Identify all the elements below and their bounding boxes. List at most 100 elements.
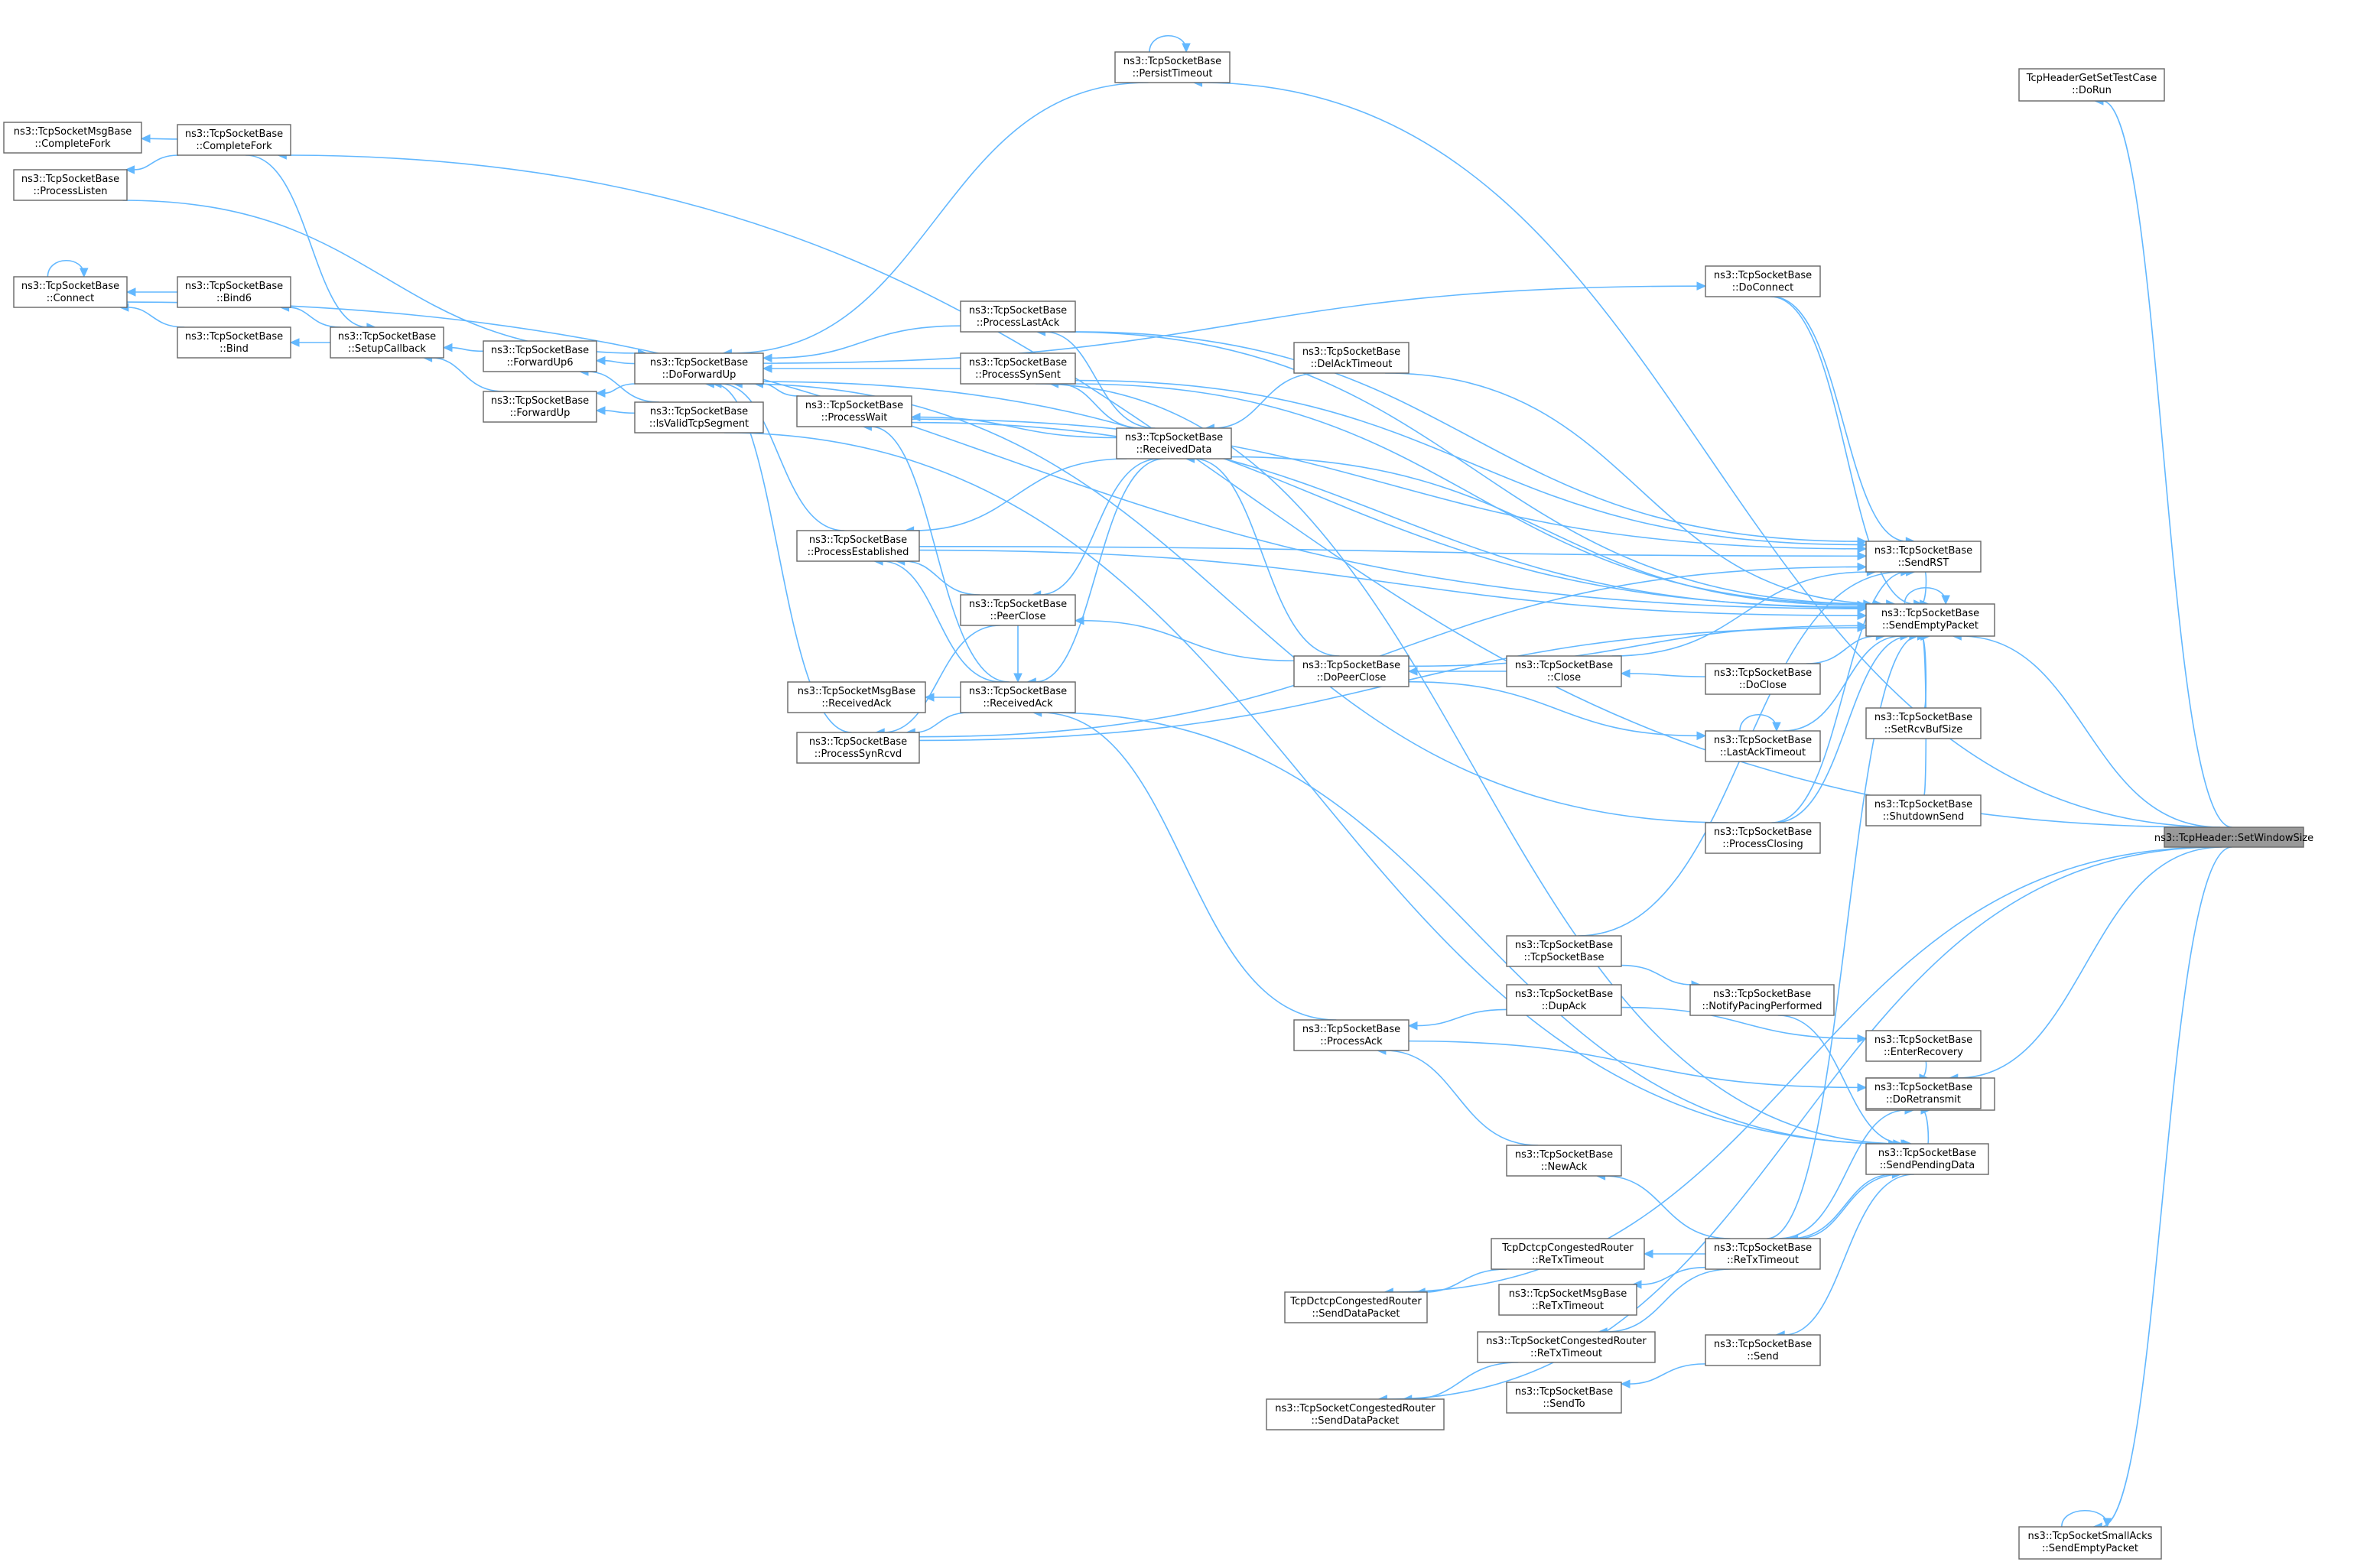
graph-node-receivedAck[interactable]: ns3::TcpSocketBase::ReceivedAck [960, 681, 1076, 713]
graph-node-processWait[interactable]: ns3::TcpSocketBase::ProcessWait [796, 395, 912, 427]
node-label-line: ns3::TcpSocketBase [969, 305, 1067, 317]
node-label-line: ns3::TcpSocketBase [805, 400, 903, 411]
node-label-line: ::ForwardUp6 [506, 357, 573, 369]
graph-node-newAck[interactable]: ns3::TcpSocketBase::NewAck [1506, 1145, 1622, 1177]
edge-line [1408, 680, 1699, 737]
edge-line [919, 566, 1859, 738]
graph-node-sendTo[interactable]: ns3::TcpSocketBase::SendTo [1506, 1382, 1622, 1414]
graph-node-target[interactable]: ns3::TcpHeader::SetWindowSize [2154, 826, 2313, 848]
graph-node-lastAckTimeout[interactable]: ns3::TcpSocketBase::LastAckTimeout [1705, 730, 1821, 762]
edge-line [127, 307, 185, 328]
edge-line [762, 285, 1699, 364]
node-box [960, 352, 1076, 385]
graph-node-smallAcks[interactable]: ns3::TcpSocketSmallAcks::SendEmptyPacket [2018, 1526, 2162, 1560]
graph-node-bind[interactable]: ns3::TcpSocketBase::Bind [177, 326, 291, 359]
graph-node-enterRecovery[interactable]: ns3::TcpSocketBase::EnterRecovery [1865, 1030, 1982, 1062]
node-label-line: ns3::TcpSocketMsgBase [1509, 1288, 1627, 1300]
graph-node-isValid[interactable]: ns3::TcpSocketBase::IsValidTcpSegment [634, 401, 764, 434]
graph-node-forwardUp[interactable]: ns3::TcpSocketBase::ForwardUp [483, 391, 597, 423]
graph-node-tcpSocketBase[interactable]: ns3::TcpSocketBase::TcpSocketBase [1506, 935, 1622, 967]
node-box [1114, 51, 1231, 83]
graph-node-notifyPacing[interactable]: ns3::TcpSocketBase::NotifyPacingPerforme… [1689, 984, 1835, 1016]
node-box [2164, 826, 2304, 848]
node-box [13, 276, 128, 308]
edge-line [1806, 635, 1878, 664]
graph-node-close[interactable]: ns3::TcpSocketBase::Close [1506, 655, 1622, 687]
graph-edge-sendEmpty-sendRST [1920, 571, 1930, 609]
edge-line [245, 154, 368, 328]
edge-line [770, 325, 961, 359]
graph-node-reTx[interactable]: ns3::TcpSocketBase::ReTxTimeout [1705, 1238, 1821, 1270]
node-label-line: ::Bind [219, 343, 249, 355]
graph-node-dctcpSendData[interactable]: TcpDctcpCongestedRouter::SendDataPacket [1284, 1291, 1428, 1323]
graph-node-peerClose[interactable]: ns3::TcpSocketBase::PeerClose [960, 594, 1076, 626]
graph-node-receivedData[interactable]: ns3::TcpSocketBase::ReceivedData [1116, 427, 1232, 460]
edge-line [1410, 1362, 1519, 1400]
graph-node-sendPending[interactable]: ns3::TcpSocketBase::SendPendingData [1865, 1143, 1989, 1175]
edge-line [288, 307, 341, 328]
node-label-line: ::DoRetransmit [1886, 1094, 1961, 1106]
edge-line [587, 371, 660, 403]
graph-node-doClose[interactable]: ns3::TcpSocketBase::DoClose [1705, 663, 1821, 695]
graph-edge-sendEmpty-doClose [1806, 632, 1886, 664]
graph-node-dctcpReTx[interactable]: TcpDctcpCongestedRouter::ReTxTimeout [1491, 1238, 1645, 1270]
node-label-line: ::Close [1547, 672, 1581, 684]
graph-edge-forwardUp-doForwardUp [595, 383, 636, 398]
graph-node-completeFork[interactable]: ns3::TcpSocketBase::CompleteFork [177, 124, 291, 156]
graph-node-doRetransmit[interactable]: ns3::TcpSocketBase::DoRetransmit [1865, 1077, 1982, 1109]
graph-edge-sendEmpty-receivedData [1231, 456, 1868, 610]
graph-node-sendEmpty[interactable]: ns3::TcpSocketBase::SendEmptyPacket [1865, 603, 1995, 637]
graph-node-processLastAck[interactable]: ns3::TcpSocketBase::ProcessLastAck [960, 300, 1076, 333]
graph-node-msgReTx[interactable]: ns3::TcpSocketMsgBase::ReTxTimeout [1498, 1284, 1637, 1316]
node-label-line: ::ProcessListen [33, 186, 107, 197]
graph-node-delAck[interactable]: ns3::TcpSocketBase::DelAckTimeout [1293, 342, 1409, 374]
node-box [1506, 935, 1622, 967]
node-label-line: ::ReTxTimeout [1532, 1301, 1604, 1312]
graph-node-congSendData[interactable]: ns3::TcpSocketCongestedRouter::SendDataP… [1266, 1398, 1445, 1430]
graph-node-processListen[interactable]: ns3::TcpSocketBase::ProcessListen [13, 169, 128, 201]
graph-node-doConnect[interactable]: ns3::TcpSocketBase::DoConnect [1705, 265, 1821, 297]
graph-node-setRcvBuf[interactable]: ns3::TcpSocketBase::SetRcvBufSize [1865, 707, 1982, 739]
node-label-line: ns3::TcpSocketBase [1874, 712, 1972, 723]
graph-node-completeForkMsg[interactable]: ns3::TcpSocketMsgBase::CompleteFork [3, 122, 142, 154]
graph-node-persist[interactable]: ns3::TcpSocketBase::PersistTimeout [1114, 51, 1231, 83]
graph-node-doForwardUp[interactable]: ns3::TcpSocketBase::DoForwardUp [634, 352, 764, 385]
graph-node-setupCallback[interactable]: ns3::TcpSocketBase::SetupCallback [330, 326, 444, 359]
graph-node-processSynSent[interactable]: ns3::TcpSocketBase::ProcessSynSent [960, 352, 1076, 385]
graph-node-dupAck[interactable]: ns3::TcpSocketBase::DupAck [1506, 984, 1622, 1016]
edge-line [1064, 331, 1874, 605]
edge-line [1048, 712, 1890, 1145]
graph-node-processClosing[interactable]: ns3::TcpSocketBase::ProcessClosing [1705, 822, 1821, 854]
node-box [1865, 1077, 1982, 1109]
graph-node-getset[interactable]: TcpHeaderGetSetTestCase::DoRun [2018, 68, 2165, 102]
graph-node-shutdownSend[interactable]: ns3::TcpSocketBase::ShutdownSend [1865, 794, 1982, 826]
graph-edge-sendData-sendPending [1920, 1106, 1931, 1145]
graph-node-send[interactable]: ns3::TcpSocketBase::Send [1705, 1334, 1821, 1366]
edge-arrowhead [1857, 544, 1868, 554]
graph-node-forwardUp6[interactable]: ns3::TcpSocketBase::ForwardUp6 [483, 340, 597, 372]
edge-line [1385, 372, 1887, 605]
graph-edge-receivedData-delAck [1205, 372, 1320, 433]
graph-node-receivedAckMsg[interactable]: ns3::TcpSocketMsgBase::ReceivedAck [787, 681, 926, 713]
node-label-line: ::ShutdownSend [1883, 811, 1964, 823]
graph-node-processSynRcvd[interactable]: ns3::TcpSocketBase::ProcessSynRcvd [796, 732, 920, 764]
graph-node-congReTx[interactable]: ns3::TcpSocketCongestedRouter::ReTxTimeo… [1477, 1331, 1656, 1363]
graph-node-doPeerClose[interactable]: ns3::TcpSocketBase::DoPeerClose [1293, 655, 1409, 687]
edge-arrowhead [125, 165, 135, 174]
edge-line [1628, 1363, 1706, 1385]
graph-node-processAck[interactable]: ns3::TcpSocketBase::ProcessAck [1293, 1019, 1409, 1051]
graph-node-connect[interactable]: ns3::TcpSocketBase::Connect [13, 276, 128, 308]
graph-node-bind6[interactable]: ns3::TcpSocketBase::Bind6 [177, 276, 291, 308]
node-box [960, 681, 1076, 713]
node-box [1865, 541, 1982, 573]
graph-node-sendRST[interactable]: ns3::TcpSocketBase::SendRST [1865, 541, 1982, 573]
node-box [796, 732, 920, 764]
node-box [330, 326, 444, 359]
node-box [1865, 1030, 1982, 1062]
node-label-line: ::ProcessClosing [1722, 839, 1803, 850]
edge-line [1201, 82, 2221, 828]
node-label-line: ns3::TcpSocketBase [491, 345, 589, 356]
edge-arrowhead [924, 693, 935, 702]
graph-edge-reTx-sendPending [1788, 1174, 1901, 1243]
graph-node-processEstablished[interactable]: ns3::TcpSocketBase::ProcessEstablished [796, 530, 920, 562]
